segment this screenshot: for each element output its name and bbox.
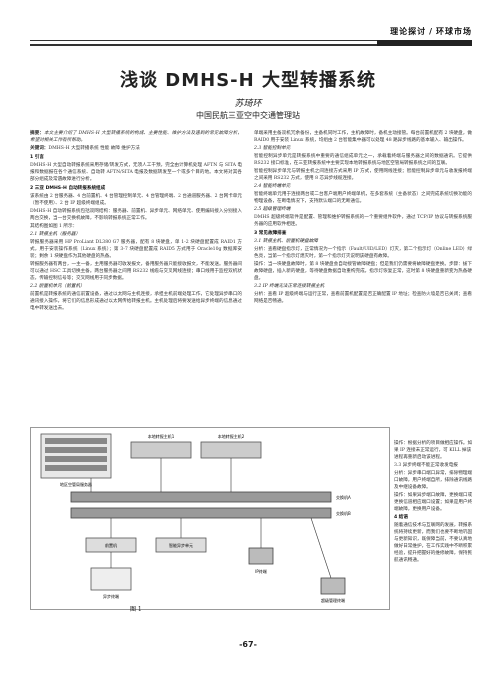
right-subheading: 2.5 超级管理终端 <box>254 207 291 212</box>
right-heading: 3 常见故障排查 <box>254 231 287 236</box>
right-paragraph: 操作：当一块硬盘故障时，第 8 块硬盘会自动接管故障硬盘；但是我们仍需要将故障硬… <box>254 262 472 281</box>
right-bottom-column: 操作：根据分析的项目做相应操作。如果 IP 连接未正常运行，可 KILL 掉该进… <box>394 440 474 565</box>
article-author: 苏琦环 <box>234 99 262 109</box>
right-subheading: 2.4 智能终端单元 <box>254 184 291 189</box>
super-terminal <box>320 577 346 595</box>
abstract: 摘要：本文主要介绍了 DMHS-H 大型转播系统的构成、主要性能、维护方法及遇到… <box>30 130 242 144</box>
left-body: 1 引言 DMHS-H 大型自动转报系统采用存储/转发方式，无须人工干预，完全由计… <box>30 154 242 312</box>
right-paragraph: 分析：查看 IP 超级终端与运行正常，查看前置机配置是否正确配置 IP 地址；检… <box>254 292 472 304</box>
left-paragraph: 其结构图如图 1 所示： <box>30 224 78 229</box>
category-label: 理论探讨 <box>390 27 427 36</box>
label-main-1: 本地转报主机1 <box>148 433 175 439</box>
left-heading: 1 引言 <box>30 155 44 160</box>
label-async-unit: 智能异步单元 <box>169 542 193 548</box>
right-paragraph: 单端采用主备双机冗余备份，主备机同时工作，主机故障时，备机主动接管。每台前置机配… <box>254 131 472 143</box>
label-front-end: 前置机 <box>105 542 117 548</box>
label-ip-terminal: IP终端 <box>255 568 267 574</box>
network-diagram-figure: 本地转报主机1 本地转报主机2 地区空管局服务器 交换机A 交换机B 前置机 智… <box>30 427 390 610</box>
right-paragraph: 智能控制异步单元是转报系统中重要的通信组成单元之一，承载着终端与服务器之间的数据… <box>254 154 472 166</box>
left-paragraph: 转报服务器采用 HP ProLiant DL380 G7 服务器，配有 8 块硬… <box>30 240 242 259</box>
section-separator: / <box>429 27 433 36</box>
left-paragraph: 该系统由 2 台服务器、4 台前置机、4 台管理控制单元、4 台管理终端、2 台… <box>30 194 242 206</box>
keywords-text: DMHS-H 大型转播系统 性能 故障 维护方法 <box>48 146 140 151</box>
keywords-label: 关键词： <box>30 146 49 151</box>
right-bottom-heading: 4 结语 <box>394 515 408 520</box>
header-rule-block <box>377 40 472 46</box>
article-title: 浅谈 DMHS-H 大型转播系统 <box>120 70 376 91</box>
server-unit-3 <box>45 456 107 462</box>
server-unit-2 <box>45 447 107 453</box>
left-subheading: 2.2 前置机单元（前置机） <box>30 284 85 289</box>
figure-caption: 图 1 <box>130 606 142 613</box>
left-paragraph: DMHS-H 自动转报系统包括双网结构：服务器、前置机、异步单元、网络单元、使用… <box>30 209 242 221</box>
ip-terminal <box>248 547 274 565</box>
right-bottom-paragraph: 操作：根据分析的项目做相应操作。如果 IP 连接未正常运行，可 KILL 掉该进… <box>394 441 473 460</box>
label-async-terminal: 异步终端 <box>103 593 119 599</box>
label-switch-b: 交换机B <box>336 510 351 516</box>
right-bottom-paragraph: 操作：如果异步端口故障，更换端口或更换信道相应端口设置；如果是用户终端故障，更换… <box>394 493 473 512</box>
right-paragraph: 分析：查看硬盘指示灯，正常情况为一个指示（Fault/UID/LED）灯灭，第二… <box>254 247 472 259</box>
server-unit-1 <box>45 438 107 444</box>
right-column: 单端采用主备双机冗余备份，主备机同时工作，主机故障时，备机主动接管。每台前置机配… <box>254 130 472 306</box>
right-subheading: 3.2 IP 终端无法正常连接转报主机 <box>254 284 325 289</box>
left-column: 摘要：本文主要介绍了 DMHS-H 大型转播系统的构成、主要性能、维护方法及遇到… <box>30 130 242 313</box>
right-bottom-paragraph: 随着通信技术与互联网的发展，转报系统将持续更新，而我们也要不断地巩固与更新知识，… <box>394 523 473 563</box>
section-tag: 理论探讨/环球市场 <box>390 26 472 37</box>
network-diagram: 本地转报主机1 本地转报主机2 地区空管局服务器 交换机A 交换机B 前置机 智… <box>40 433 351 603</box>
label-regional: 地区空管局服务器 <box>60 481 92 487</box>
left-subheading: 2.1 转报主机（服务器） <box>30 232 81 237</box>
left-paragraph: DMHS-H 大型自动转报系统采用存储/转发方式，无须人工干预，完全由计算机处理… <box>30 163 242 182</box>
keywords: 关键词：DMHS-H 大型转播系统 性能 故障 维护方法 <box>30 145 242 152</box>
main-server-2 <box>200 441 262 459</box>
right-paragraph: DMHS 超级终端软件是配置、管理和维护转报系统的一个重要组件软件，通过 TCP… <box>254 215 472 227</box>
main-server-1 <box>130 441 192 459</box>
right-bottom-paragraph: 分析：异步串口端口异常，排除物理端口故障，用户终端自所，排除通讯线路及中继设备故… <box>394 471 473 490</box>
server-unit-4 <box>45 465 107 471</box>
right-body: 单端采用主备双机冗余备份，主备机同时工作，主机故障时，备机主动接管。每台前置机配… <box>254 130 472 305</box>
left-heading: 2 三亚 DMHS-H 自动转报系统组成 <box>30 186 106 191</box>
connection-lines <box>90 458 332 579</box>
switch-a <box>70 491 332 503</box>
section-label: 环球市场 <box>436 27 472 36</box>
abstract-label: 摘要： <box>30 131 45 136</box>
abstract-text: 本文主要介绍了 DMHS-H 大型转播系统的构成、主要性能、维护方法及遇到的常见… <box>30 131 242 143</box>
label-main-2: 本地转报主机2 <box>218 433 245 439</box>
async-unit <box>155 537 207 553</box>
label-super-terminal: 超级管理终端 <box>321 597 345 603</box>
left-paragraph: 前置机是转报系统的通信前置设备，通过以太网与主机连接，承担主机前端处理工作，它处… <box>30 292 242 311</box>
header-rule <box>30 40 472 46</box>
right-bottom-subheading: 3.3 异步终端不能正常收发电报 <box>394 463 458 468</box>
left-paragraph: 转报服务器有两台，一主一备，主用服务器可收发报文，备用服务器只能接收报文，不能发… <box>30 262 242 281</box>
right-subheading: 2.3 智能控制单元 <box>254 146 291 151</box>
right-paragraph: 智能终端单元用于连接两台或二台客户端用户终端单机，在多套系统（主备状态）之间完成… <box>254 192 472 204</box>
article-affiliation: 中国民航三亚空中交通管理站 <box>196 111 300 120</box>
right-paragraph: 智能控制异步单元与转报主机之间连接方式采用 IP 方式，使用网线连接；智能控制异… <box>254 169 472 181</box>
right-subheading: 3.1 转报主机、前置机硬盘故障 <box>254 239 318 244</box>
page-number: -67- <box>239 640 257 649</box>
label-switch-a: 交换机A <box>336 494 351 500</box>
switch-b <box>70 507 332 519</box>
async-terminal-group <box>90 567 132 591</box>
right-bottom-body: 操作：根据分析的项目做相应操作。如果 IP 连接未正常运行，可 KILL 掉该进… <box>394 440 474 564</box>
